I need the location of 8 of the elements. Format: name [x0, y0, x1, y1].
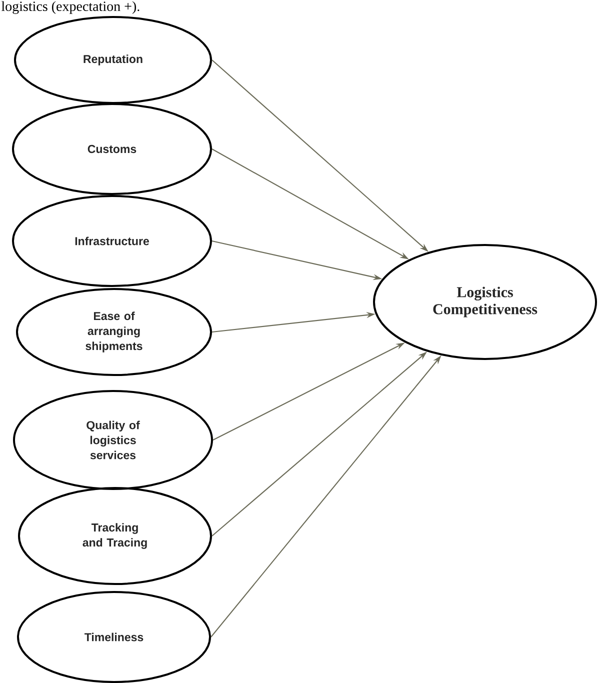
oval: Customs [12, 103, 212, 195]
oval: Timeliness [17, 591, 211, 683]
oval: Logistics Competitiveness [373, 244, 597, 360]
oval: Infrastructure [12, 195, 212, 287]
oval: Quality of logistics services [13, 390, 213, 490]
oval: Ease of arranging shipments [16, 288, 212, 376]
oval: Reputation [14, 16, 212, 104]
oval: Tracking and Tracing [18, 487, 212, 585]
